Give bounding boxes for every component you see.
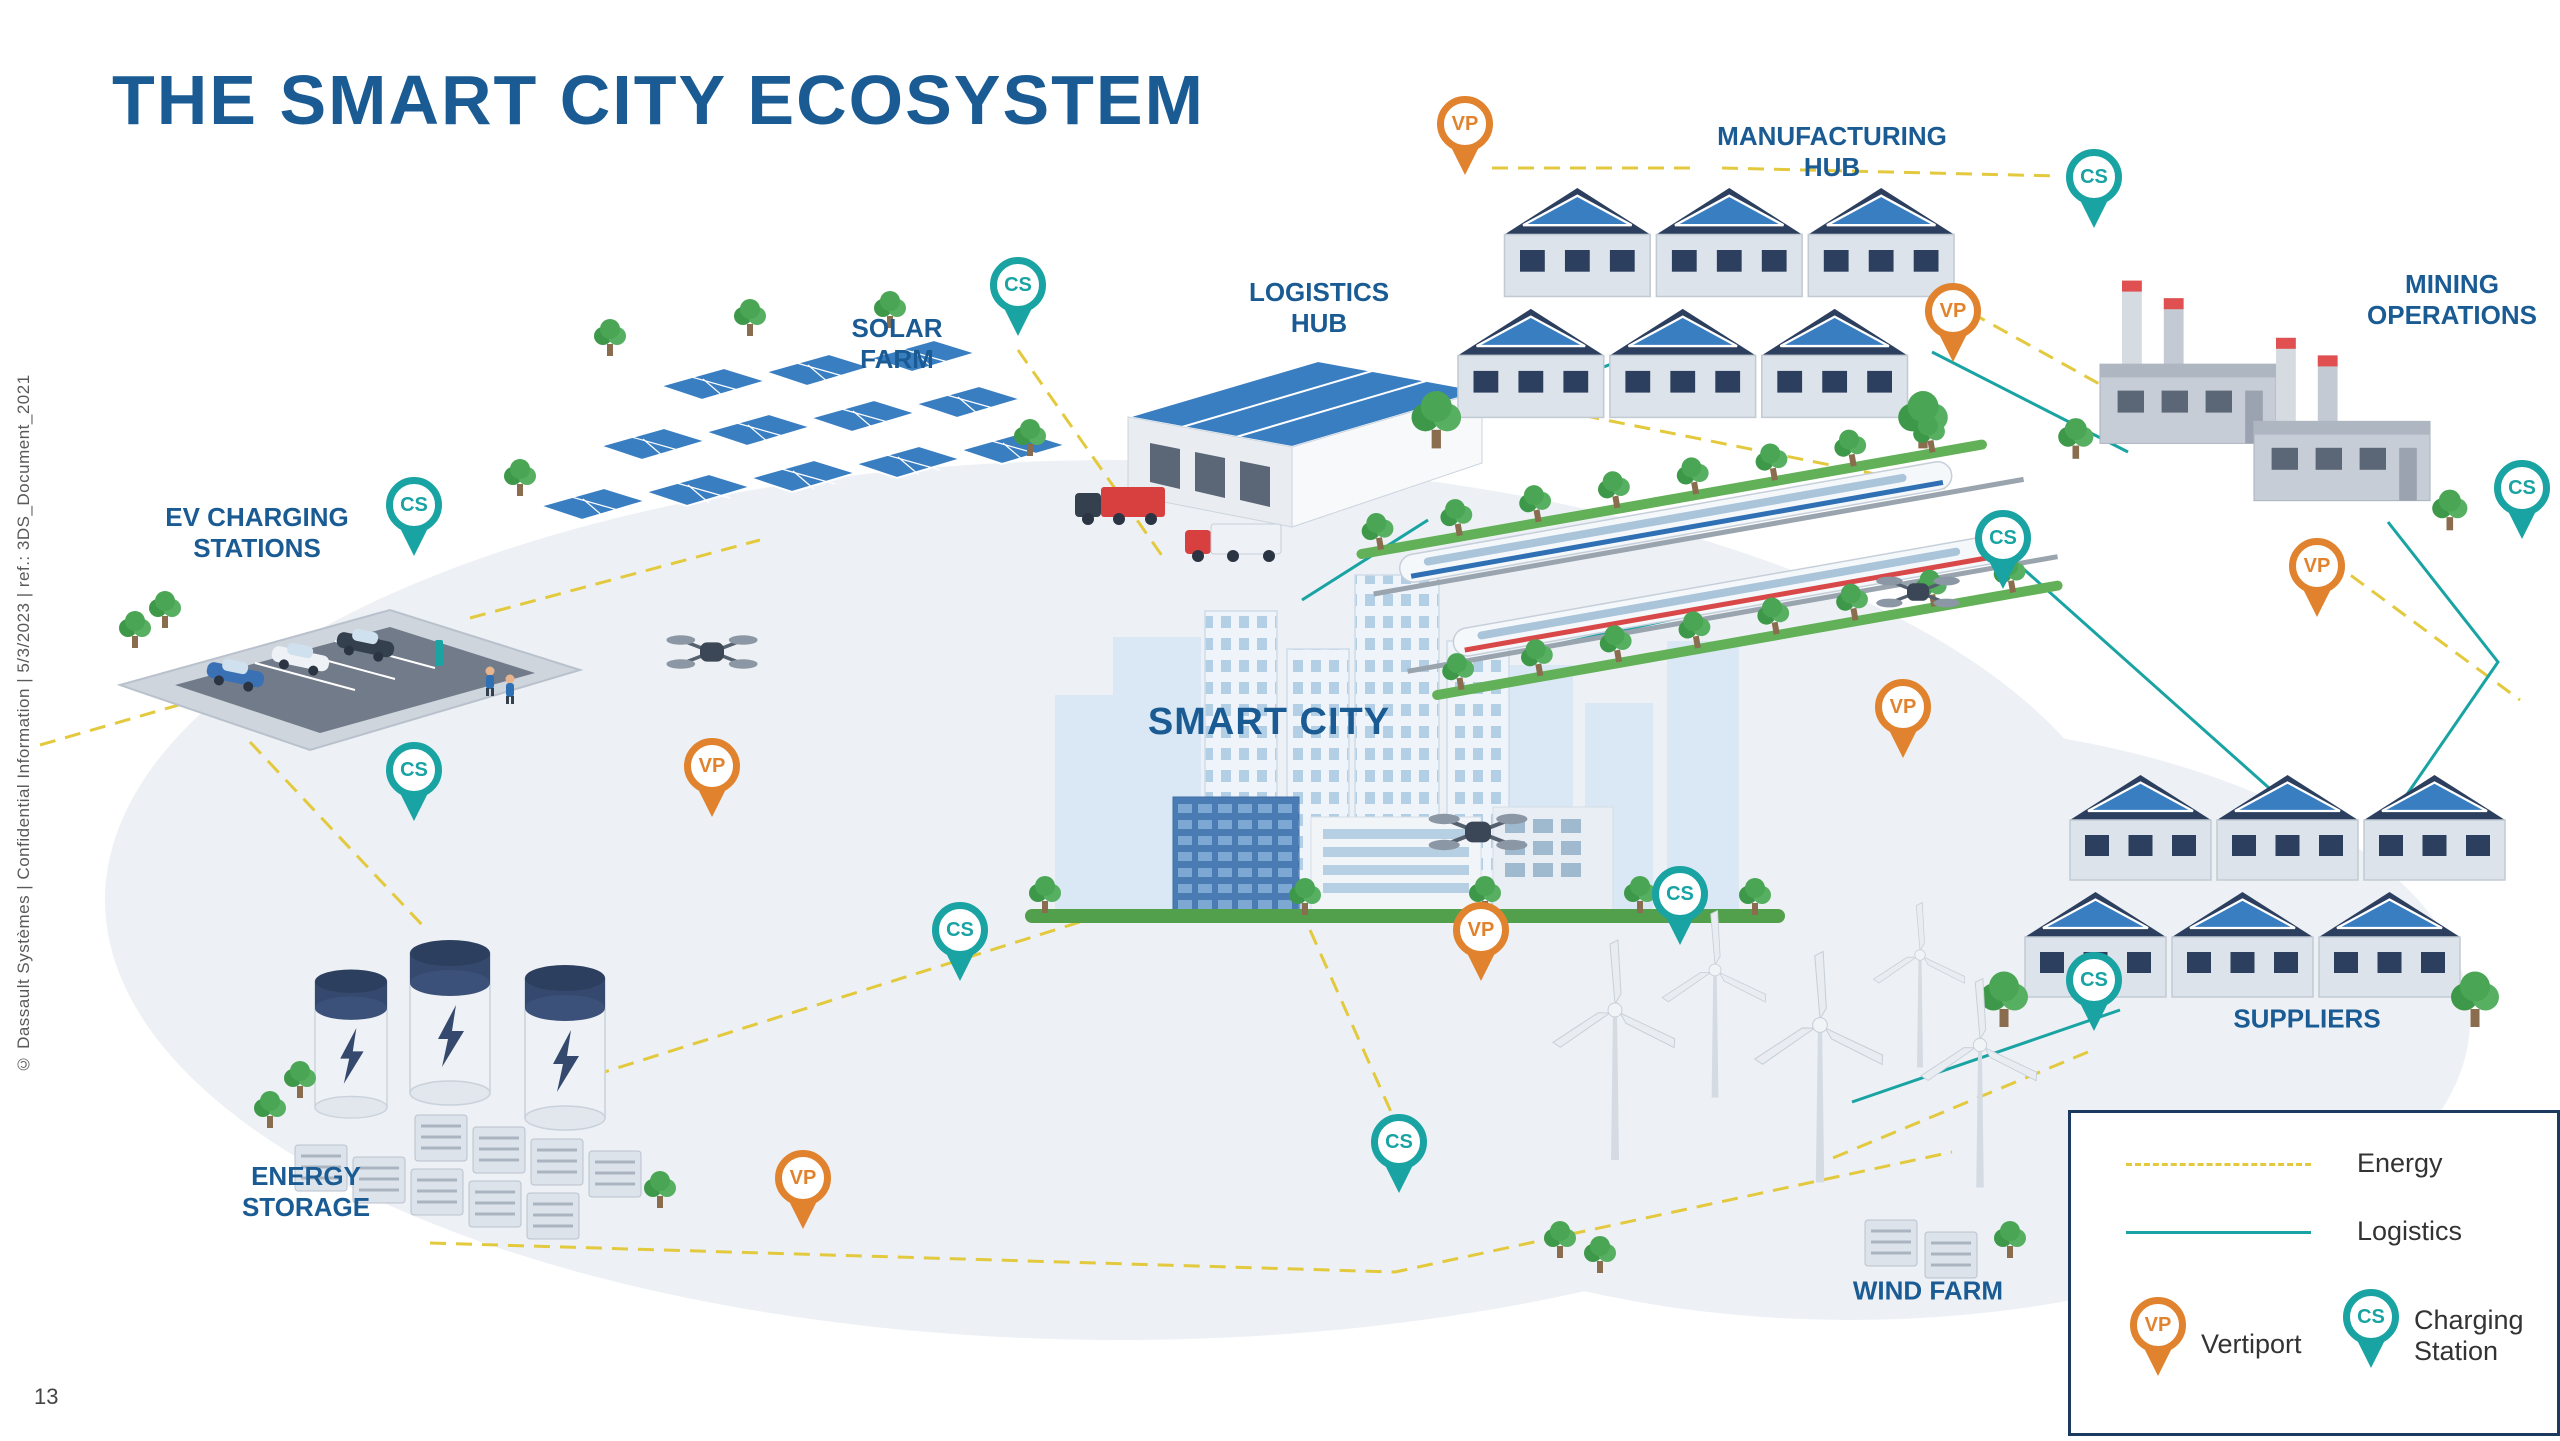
legend-vertiport-pin: VP (2126, 1297, 2190, 1376)
manufacturing-hub-illustration (1411, 186, 1956, 449)
legend-vertiport-label: Vertiport (2201, 1329, 2302, 1359)
node-label-wind-farm: WIND FARM (1852, 1275, 2004, 1306)
charging-station-pin-label: CS (2343, 1289, 2399, 1345)
charging-station-pin: CS (2490, 460, 2554, 539)
charging-station-pin-label: CS (932, 902, 988, 958)
legend: Energy Logistics VP Vertiport CS Chargin… (2068, 1110, 2560, 1436)
node-label-energy-storage: ENERGY STORAGE (241, 1160, 371, 1222)
vertiport-pin-label: VP (684, 738, 740, 794)
vertiport-pin: VP (771, 1150, 835, 1229)
node-label-mining-operations: MINING OPERATIONS (2367, 268, 2537, 330)
legend-logistics-label: Logistics (2357, 1216, 2463, 1247)
vertiport-pin: VP (680, 738, 744, 817)
legend-energy-label: Energy (2357, 1148, 2443, 1179)
charging-station-pin: CS (382, 742, 446, 821)
vertiport-pin-label: VP (1453, 902, 1509, 958)
node-label-solar-farm: SOLAR FARM (851, 312, 943, 374)
vertiport-pin-label: VP (1437, 96, 1493, 152)
charging-station-pin-label: CS (1652, 866, 1708, 922)
logistics-line-sample (2126, 1230, 2311, 1234)
train-blue (1399, 461, 1953, 583)
charging-station-pin-label: CS (386, 742, 442, 798)
vertiport-pin: VP (1921, 283, 1985, 362)
energy-network-lines (39, 166, 2521, 1274)
node-label-ev-charging-stations: EV CHARGING STATIONS (165, 501, 349, 563)
charging-station-pin-label: CS (1975, 510, 2031, 566)
page-number: 13 (34, 1384, 59, 1409)
vertiport-pin: VP (1433, 96, 1497, 175)
charging-station-pin: CS (382, 477, 446, 556)
legend-charging-pin: CS (2339, 1289, 2403, 1368)
vertiport-pin-label: VP (2130, 1297, 2186, 1353)
slide-title: THE SMART CITY ECOSYSTEM (112, 61, 1205, 139)
charging-station-pin: CS (2062, 952, 2126, 1031)
ev-charging-illustration (116, 591, 584, 752)
node-label-manufacturing-hub: MANUFACTURING HUB (1717, 120, 1947, 182)
node-label-logistics-hub: LOGISTICS HUB (1248, 276, 1390, 338)
vertiport-pin-label: VP (1875, 679, 1931, 735)
energy-line-sample (2126, 1162, 2311, 1166)
charging-station-pin: CS (2062, 149, 2126, 228)
node-label-smart-city: SMART CITY (1147, 701, 1391, 744)
charging-station-pin: CS (1971, 510, 2035, 589)
train-red (1452, 534, 2007, 657)
vertiport-pin: VP (1871, 679, 1935, 758)
confidentiality-footer: © Dassault Systèmes | Confidential Infor… (14, 374, 33, 1074)
vertiport-pin-label: VP (1925, 283, 1981, 339)
charging-station-pin-label: CS (2066, 952, 2122, 1008)
vertiport-pin-label: VP (2289, 538, 2345, 594)
charging-station-pin-label: CS (990, 257, 1046, 313)
legend-charging-station-label: Charging Station (2414, 1305, 2524, 1367)
vertiport-pin-label: VP (775, 1150, 831, 1206)
vertiport-pin: VP (2285, 538, 2349, 617)
charging-station-pin: CS (1648, 866, 1712, 945)
charging-station-pin: CS (986, 257, 1050, 336)
charging-station-pin-label: CS (1371, 1114, 1427, 1170)
vertiport-pin: VP (1449, 902, 1513, 981)
smart-city-illustration (1025, 574, 1785, 923)
charging-station-pin-label: CS (386, 477, 442, 533)
logistics-hub-illustration (1075, 359, 1483, 562)
charging-station-pin: CS (928, 902, 992, 981)
charging-station-pin: CS (1367, 1114, 1431, 1193)
charging-station-pin-label: CS (2494, 460, 2550, 516)
node-label-suppliers: SUPPLIERS (2233, 1003, 2381, 1034)
charging-station-pin-label: CS (2066, 149, 2122, 205)
